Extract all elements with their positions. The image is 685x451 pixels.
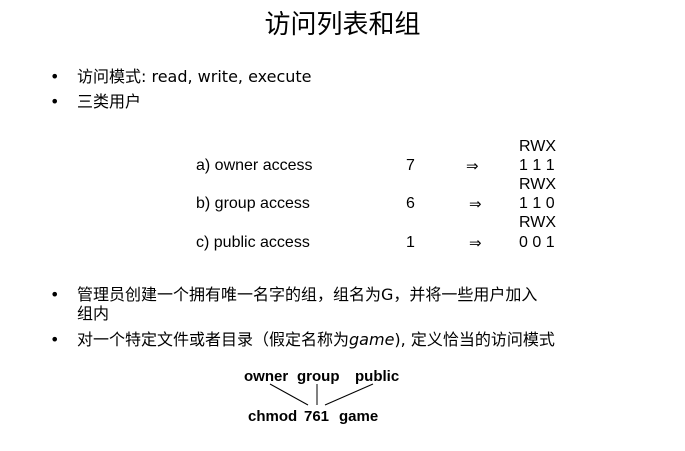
owner-connector-line	[269, 383, 309, 406]
owner-access-label: a) owner access	[196, 157, 313, 174]
rwx-header: RWX	[519, 214, 557, 231]
chmod-owner-label: owner	[244, 368, 289, 385]
public-access-bits: 0 0 1	[519, 234, 555, 251]
implies-arrow-icon: ⇒	[466, 157, 479, 175]
page-title: 访问列表和组	[264, 10, 421, 40]
public-connector-line	[324, 383, 374, 406]
chmod-group-label: group	[297, 368, 340, 385]
chmod-target-file: game	[339, 408, 379, 425]
bullet-define-access-suffix: ), 定义恰当的访问模式	[394, 330, 555, 349]
rwx-header: RWX	[519, 138, 557, 155]
bullet-define-access: 对一个特定文件或者目录（假定名称为game), 定义恰当的访问模式	[77, 330, 555, 350]
bullet-define-access-filename: game	[349, 330, 395, 349]
bullet-marker: •	[50, 285, 60, 304]
bullet-user-classes: 三类用户	[77, 92, 142, 111]
group-access-label: b) group access	[196, 195, 310, 212]
chmod-mode: 761	[304, 408, 330, 425]
public-access-value: 1	[406, 234, 415, 251]
group-access-value: 6	[406, 195, 415, 212]
implies-arrow-icon: ⇒	[469, 234, 482, 252]
chmod-command: chmod	[248, 408, 298, 425]
owner-access-bits: 1 1 1	[519, 157, 555, 174]
bullet-admin-group-line2: 组内	[77, 304, 110, 323]
implies-arrow-icon: ⇒	[469, 195, 482, 213]
rwx-header: RWX	[519, 176, 557, 193]
chmod-public-label: public	[355, 368, 400, 385]
bullet-marker: •	[50, 67, 60, 86]
owner-access-value: 7	[406, 157, 415, 174]
bullet-marker: •	[50, 330, 60, 349]
bullet-define-access-prefix: 对一个特定文件或者目录（假定名称为	[77, 330, 350, 349]
bullet-admin-group-line1: 管理员创建一个拥有唯一名字的组，组名为G，并将一些用户加入	[77, 285, 538, 304]
bullet-access-modes: 访问模式: read, write, execute	[77, 67, 312, 86]
bullet-marker: •	[50, 92, 60, 111]
group-access-bits: 1 1 0	[519, 195, 555, 212]
public-access-label: c) public access	[196, 234, 310, 251]
